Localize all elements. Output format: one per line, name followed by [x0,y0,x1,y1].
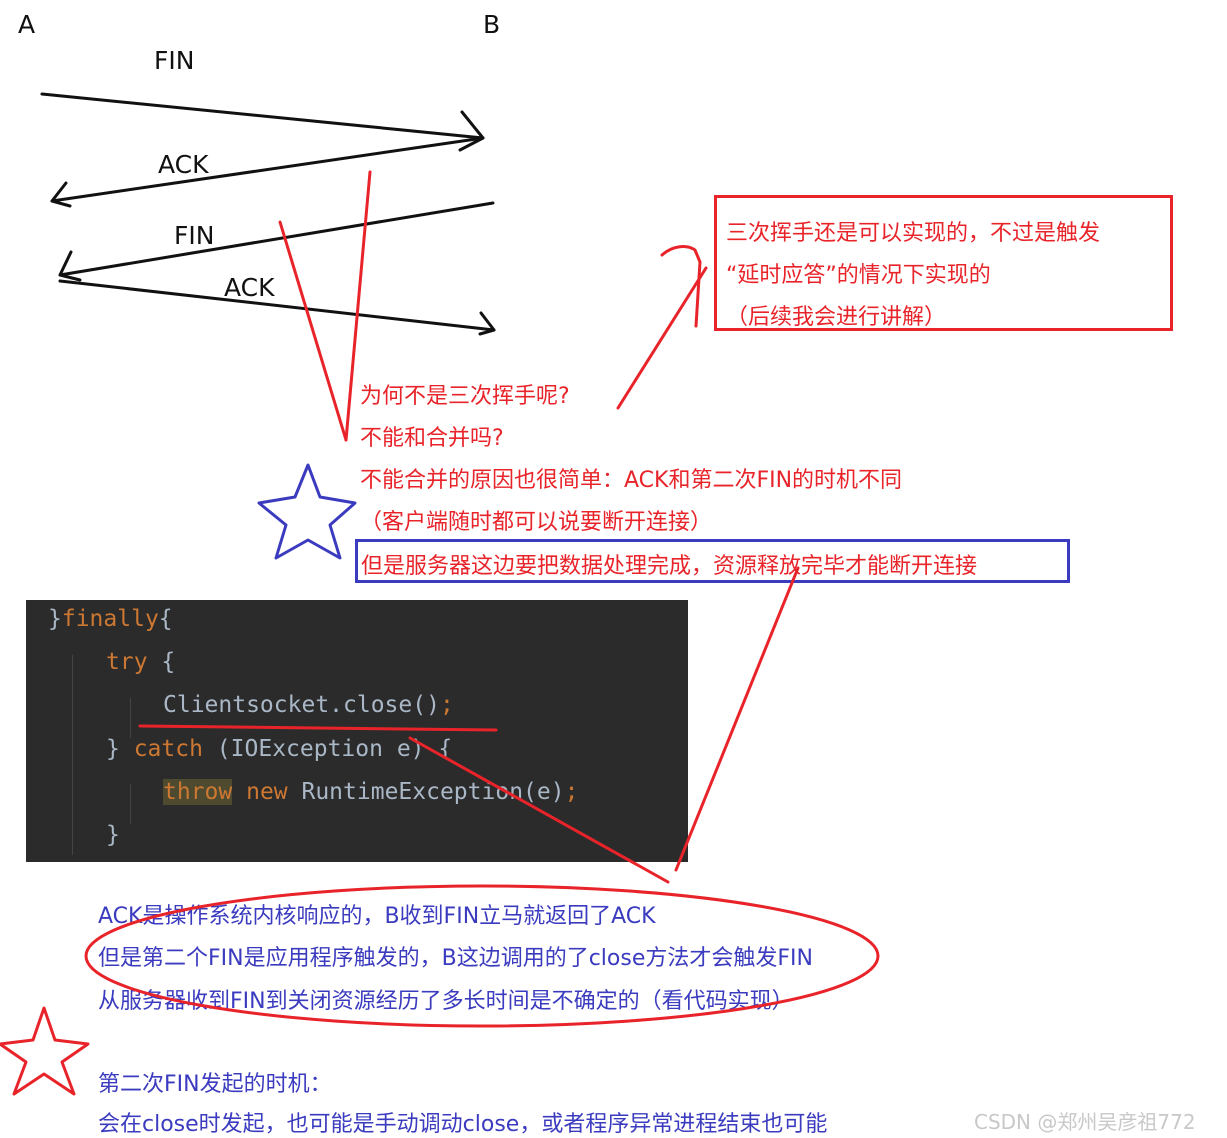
ack-arrow-2 [58,279,496,336]
msg-fin-2-label: FIN [174,221,215,250]
explanation-oval [84,884,880,1028]
reason-text: 不能合并的原因也很简单：ACK和第二次FIN的时机不同 [360,468,903,493]
delayed-ack-line-2: “延时应答”的情况下实现的 [726,263,991,288]
red-pointer-line-4 [674,566,800,872]
ack-arrow-1 [50,136,485,208]
server-note-box: 但是服务器这边要把数据处理完成，资源释放完毕才能断开连接 [355,539,1070,583]
delayed-ack-note-box: 三次挥手还是可以实现的，不过是触发 “延时应答”的情况下实现的 （后续我会进行讲… [714,195,1173,331]
watermark: CSDN @郑州吴彦祖772 [974,1110,1196,1134]
red-star-icon [0,1006,90,1096]
question-merge: 不能和合并吗? [360,426,504,451]
code-line-catch: } catch (IOException e) { [106,736,453,762]
red-pointer-line-3 [616,266,708,410]
msg-ack-2-label: ACK [224,273,275,302]
red-pointer-line-2 [278,220,348,442]
close-underline [138,724,498,732]
msg-fin-1-label: FIN [154,46,195,75]
red-pointer-line-5 [408,736,670,884]
server-note-text: 但是服务器这边要把数据处理完成，资源释放完毕才能断开连接 [361,554,978,579]
oval-line-2: 但是第二个FIN是应用程序触发的，B这边调用的了close方法才会触发FIN [98,946,813,971]
code-line-try: try { [106,649,176,675]
endpoint-a-label: A [18,10,36,39]
fin-arrow-2 [58,201,495,282]
delayed-ack-line-1: 三次挥手还是可以实现的，不过是触发 [726,221,1101,246]
msg-ack-1-label: ACK [158,150,209,179]
blue-star-icon [257,463,357,560]
delayed-ack-line-3: （后续我会进行讲解） [726,305,947,330]
code-line-close-brace: } [106,822,120,848]
fin-arrow-1 [40,92,485,152]
client-note: （客户端随时都可以说要断开连接） [360,510,713,535]
red-pointer-line-1 [344,170,372,442]
code-line-finally: }finally{ [48,606,173,632]
bottom-line-2: 会在close时发起，也可能是手动调动close，或者程序异常进程结束也可能 [98,1112,828,1137]
oval-line-3: 从服务器收到FIN到关闭资源经历了多长时间是不确定的（看代码实现） [98,989,794,1014]
code-line-close: Clientsocket.close(); [163,692,454,718]
code-snippet: }finally{ try { Clientsocket.close(); } … [26,600,688,862]
endpoint-b-label: B [483,10,501,39]
question-why-not-three: 为何不是三次挥手呢? [360,384,570,409]
red-scribble [660,245,702,328]
bottom-line-1: 第二次FIN发起的时机： [98,1072,332,1097]
